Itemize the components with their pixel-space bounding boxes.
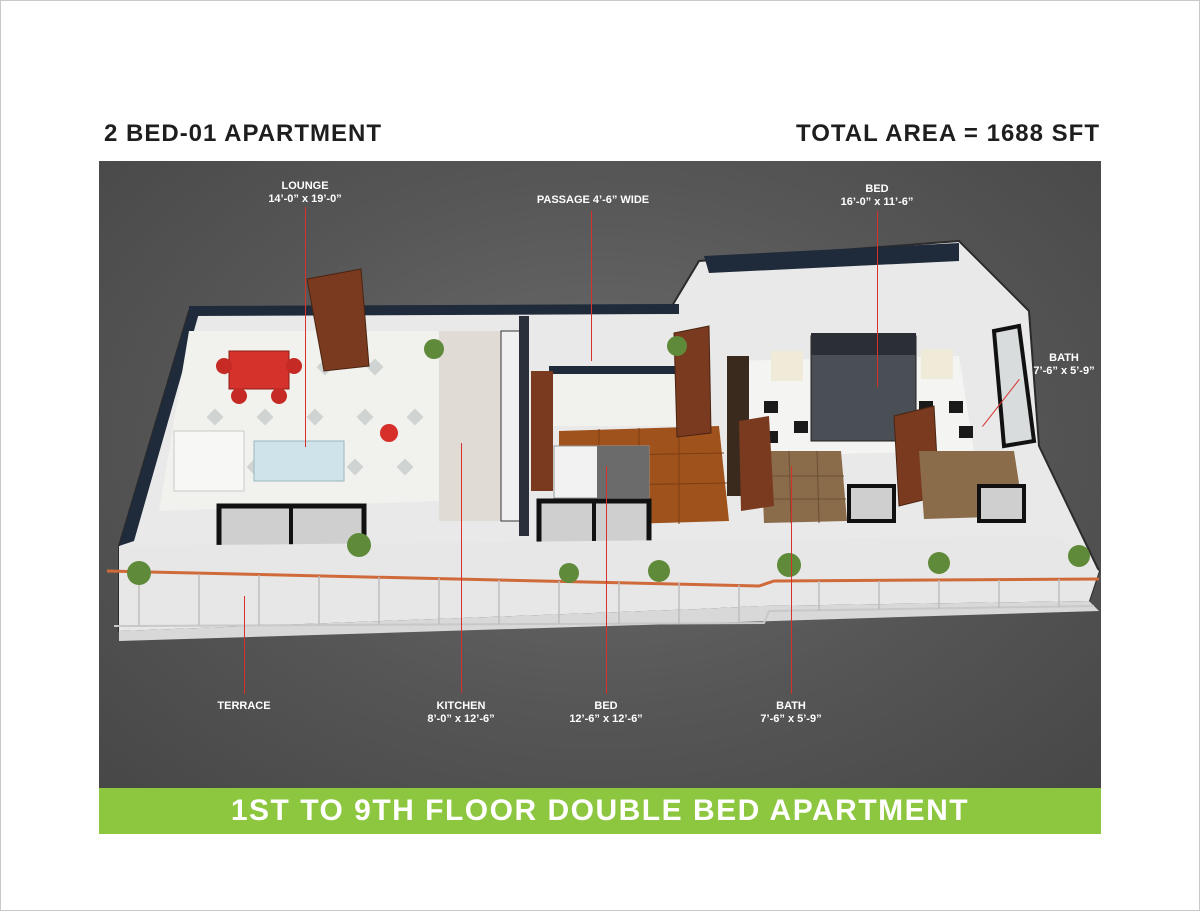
lounge-chair (380, 424, 398, 442)
terrace-plants (127, 336, 1090, 585)
total-area-title: TOTAL AREA = 1688 SFT (796, 120, 1100, 147)
bedroom-back-wall (704, 243, 959, 273)
bath-one-door (739, 416, 774, 511)
lounge-glass-table (253, 440, 345, 482)
kitchen-floor (439, 331, 519, 521)
lounge-label: LOUNGE 14’-0” x 19’-0” (268, 180, 341, 206)
bath-one-tile-grid (761, 450, 846, 524)
bed-top-label-dims: 16’-0” x 11’-6” (840, 196, 914, 208)
floor-plan-illustration (106, 239, 1101, 641)
bath-right-label: BATH 7’-6” x 5’-9” (1033, 352, 1094, 378)
lounge-label-name: LOUNGE (281, 180, 329, 192)
bed-bottom-label-dims: 12’-6” x 12’-6” (569, 713, 643, 725)
terrace-railing-posts (138, 573, 1060, 625)
dining-chair (231, 388, 247, 404)
lounge-door (306, 268, 370, 372)
bath-window (847, 484, 896, 523)
lounge-leader-line (305, 207, 306, 447)
bath-bottom-label-name: BATH (776, 700, 806, 712)
lounge-label-dims: 14’-0” x 19’-0” (268, 193, 342, 205)
passage-floor (549, 371, 699, 426)
bath-bottom-leader-line (791, 466, 792, 694)
dining-chair (271, 388, 287, 404)
floor-banner: 1ST TO 9TH FLOOR DOUBLE BED APARTMENT (99, 788, 1101, 834)
terrace-label-name: TERRACE (217, 700, 271, 712)
bedroom-two-tile-pattern (764, 401, 973, 443)
bed-top-leader-line (877, 211, 878, 387)
bedroom-one-blanket (597, 446, 649, 498)
left-outer-wall (119, 311, 199, 546)
dining-chair (286, 358, 302, 374)
apartment-type-title: 2 BED-01 APARTMENT (104, 120, 383, 147)
lounge-sofa (173, 430, 245, 492)
bath-right-label-dims: 7’-6” x 5’-9” (1033, 365, 1095, 377)
bath-one-floor (761, 451, 847, 523)
bed-bottom-label: BED 12’-6” x 12’-6” (569, 700, 642, 726)
bed-top-label: BED 16’-0” x 11’-6” (841, 183, 914, 209)
bed-top-label-name: BED (865, 183, 889, 195)
terrace-railing-top (106, 569, 1100, 588)
top-outer-wall (188, 304, 680, 316)
kitchen-label: KITCHEN 8’-0” x 12’-6” (427, 700, 494, 726)
terrace-label: TERRACE (217, 700, 270, 713)
bath-bottom-label-dims: 7’-6” x 5’-9” (760, 713, 822, 725)
kitchen-leader-line (461, 443, 462, 693)
kitchen-wall (519, 316, 529, 536)
floor-plan-render: LOUNGE 14’-0” x 19’-0” PASSAGE 4’-6” WID… (99, 161, 1101, 788)
bedroom-two-headboard (811, 333, 916, 355)
dining-table (228, 350, 290, 390)
terrace-leader-line (244, 596, 245, 694)
passage-wall (549, 366, 704, 374)
terrace-floor (119, 601, 1099, 641)
bath-right-label-name: BATH (1049, 352, 1079, 364)
kitchen-label-dims: 8’-0” x 12’-6” (427, 713, 495, 725)
bed-bottom-label-name: BED (594, 700, 618, 712)
dining-chair (216, 358, 232, 374)
bedroom-one-wardrobe (531, 371, 553, 491)
nightstand (921, 349, 953, 379)
bath-window (977, 484, 1026, 523)
kitchen-label-name: KITCHEN (436, 700, 486, 712)
terrace-railing-bottom (113, 605, 1095, 627)
passage-label-name: PASSAGE 4’-6” WIDE (536, 194, 650, 206)
passage-leader-line (591, 211, 592, 361)
bed-bottom-leader-line (606, 466, 607, 694)
nightstand (771, 351, 803, 381)
passage-label: PASSAGE 4’-6” WIDE (537, 194, 649, 207)
bath-bottom-label: BATH 7’-6” x 5’-9” (760, 700, 821, 726)
